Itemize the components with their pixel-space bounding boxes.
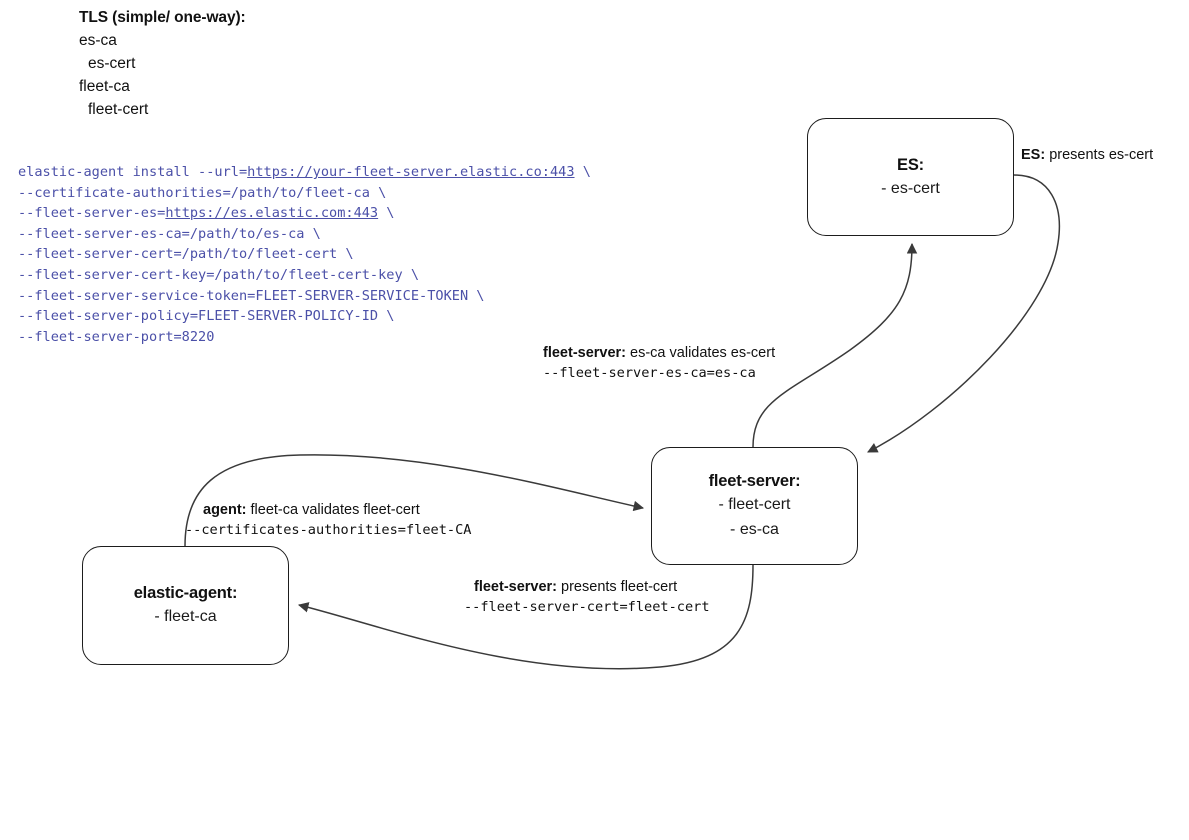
edge-label-es-presents: ES: presents es-cert	[1021, 146, 1153, 165]
install-command-text-0-0: elastic-agent install --url=	[18, 164, 248, 180]
edge-label-fleet-server-validates: fleet-server: es-ca validates es-cert --…	[543, 344, 775, 383]
edge-label-fleet-server-presents-mono: --fleet-server-cert=fleet-cert	[464, 599, 710, 615]
edge-label-agent-validates-bold: agent:	[203, 502, 247, 518]
install-command-url-0-1[interactable]: https://your-fleet-server.elastic.co:443	[247, 164, 575, 180]
node-fleet-server-line-1: - es-ca	[730, 521, 779, 538]
tls-legend-title: TLS (simple/ one-way):	[79, 9, 246, 26]
install-command-block: elastic-agent install --url=https://your…	[18, 162, 591, 347]
install-command-line-3: --fleet-server-es-ca=/path/to/es-ca \	[18, 224, 591, 245]
install-command-text-2-2: \	[378, 205, 395, 222]
node-fleet-server[interactable]: fleet-server: - fleet-cert - es-ca	[651, 447, 858, 565]
edge-label-agent-validates: agent: fleet-ca validates fleet-cert --c…	[185, 501, 471, 540]
install-command-line-0: elastic-agent install --url=https://your…	[18, 162, 591, 183]
edge-label-agent-validates-mono: --certificates-authorities=fleet-CA	[185, 522, 472, 538]
edge-label-fleet-server-validates-mono: --fleet-server-es-ca=es-ca	[543, 365, 756, 381]
install-command-line-8: --fleet-server-port=8220	[18, 327, 591, 348]
edge-label-es-presents-rest: presents es-cert	[1045, 147, 1154, 163]
tls-legend-item-es-ca: es-ca	[79, 32, 117, 49]
install-command-line-6: --fleet-server-service-token=FLEET-SERVE…	[18, 286, 591, 307]
node-es-line-0: - es-cert	[881, 179, 940, 197]
tls-legend-item-fleet-cert: fleet-cert	[88, 101, 149, 118]
install-command-url-2-1[interactable]: https://es.elastic.com:443	[165, 205, 379, 222]
tls-legend-item-fleet-ca: fleet-ca	[79, 78, 130, 95]
edge-label-fleet-server-validates-bold: fleet-server:	[543, 345, 627, 361]
edge-label-agent-validates-rest: fleet-ca validates fleet-cert	[246, 502, 420, 518]
edge-label-es-presents-bold: ES:	[1021, 147, 1046, 163]
edge-es-to-fleet-server	[867, 174, 1061, 453]
install-command-text-2-0: --fleet-server-es=	[18, 205, 166, 222]
node-elastic-agent-line-0: - fleet-ca	[154, 608, 217, 625]
node-fleet-server-title: fleet-server:	[708, 472, 801, 490]
install-command-line-7: --fleet-server-policy=FLEET-SERVER-POLIC…	[18, 306, 591, 327]
install-command-text-7-0: --fleet-server-policy=FLEET-SERVER-POLIC…	[18, 308, 395, 325]
edge-label-fleet-server-presents-rest: presents fleet-cert	[557, 579, 678, 595]
install-command-line-5: --fleet-server-cert-key=/path/to/fleet-c…	[18, 265, 591, 286]
edge-fleet-server-to-agent	[297, 564, 754, 670]
node-es[interactable]: ES: - es-cert	[807, 118, 1014, 236]
node-fleet-server-line-0: - fleet-cert	[718, 496, 791, 513]
install-command-line-2: --fleet-server-es=https://es.elastic.com…	[18, 203, 591, 224]
install-command-text-8-0: --fleet-server-port=8220	[18, 328, 215, 345]
install-command-text-3-0: --fleet-server-es-ca=/path/to/es-ca \	[18, 225, 321, 242]
node-elastic-agent-title: elastic-agent:	[133, 584, 238, 602]
install-command-text-1-0: --certificate-authorities=/path/to/fleet…	[18, 184, 387, 201]
node-es-title: ES:	[897, 155, 924, 174]
install-command-line-4: --fleet-server-cert=/path/to/fleet-cert …	[18, 244, 591, 265]
install-command-text-6-0: --fleet-server-service-token=FLEET-SERVE…	[18, 287, 485, 304]
edge-fleet-server-to-es	[752, 242, 918, 448]
install-command-text-0-2: \	[574, 164, 591, 180]
edge-label-fleet-server-presents-bold: fleet-server:	[474, 579, 558, 595]
node-elastic-agent[interactable]: elastic-agent: - fleet-ca	[82, 546, 289, 665]
install-command-text-5-0: --fleet-server-cert-key=/path/to/fleet-c…	[18, 266, 420, 283]
edge-agent-to-fleet-server	[184, 454, 645, 547]
tls-legend-item-es-cert: es-cert	[88, 55, 136, 72]
install-command-text-4-0: --fleet-server-cert=/path/to/fleet-cert …	[18, 246, 354, 263]
edge-label-fleet-server-validates-rest: es-ca validates es-cert	[626, 345, 776, 361]
tls-legend: TLS (simple/ one-way): es-ca es-cert fle…	[79, 6, 246, 121]
edge-label-fleet-server-presents: fleet-server: presents fleet-cert --flee…	[464, 578, 710, 617]
install-command-line-1: --certificate-authorities=/path/to/fleet…	[18, 183, 591, 204]
